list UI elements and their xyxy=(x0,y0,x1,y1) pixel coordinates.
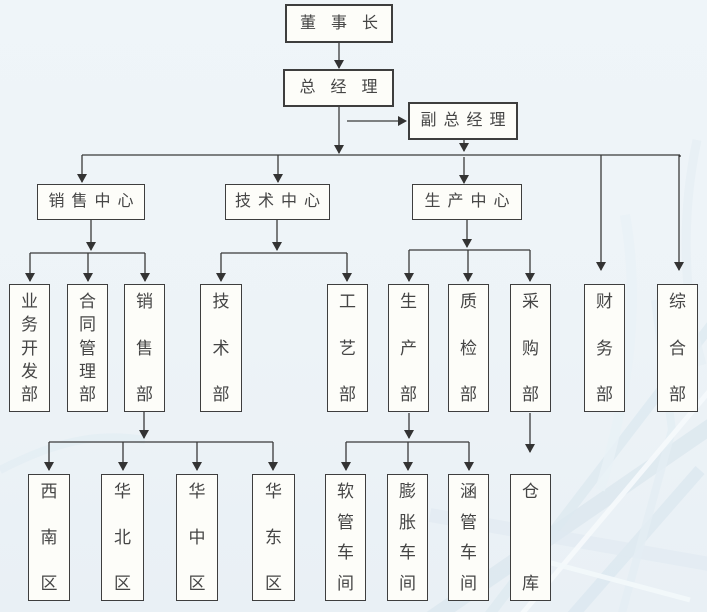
node-southwest-region: 西南区 xyxy=(28,474,70,601)
node-process-dept-label: 工艺部 xyxy=(339,292,356,404)
node-purchasing-dept-label: 采购部 xyxy=(522,292,539,404)
node-business-dev-dept: 业务开发部 xyxy=(9,284,50,412)
node-southwest-region-label: 西南区 xyxy=(40,482,58,593)
node-contract-mgmt-dept-label: 合同管理部 xyxy=(79,292,96,404)
node-chairman-label: 董事长 xyxy=(299,14,393,32)
node-general-affairs-dept-label: 综合部 xyxy=(669,292,686,404)
node-general-manager-label: 总经理 xyxy=(299,79,393,96)
node-tech-center: 技术中心 xyxy=(225,184,330,220)
node-sales-dept: 销售部 xyxy=(124,284,165,412)
node-production-dept-label: 生产部 xyxy=(400,292,417,404)
node-sales-center: 销售中心 xyxy=(37,184,145,220)
node-production-center-label: 生产中心 xyxy=(424,193,517,210)
node-business-dev-dept-label: 业务开发部 xyxy=(21,292,38,404)
node-production-dept: 生产部 xyxy=(388,284,429,412)
node-general-manager: 总经理 xyxy=(283,69,394,107)
node-deputy-general-manager: 副总经理 xyxy=(408,102,518,140)
node-warehouse: 仓库 xyxy=(510,474,551,601)
node-deputy-general-manager-label: 副总经理 xyxy=(420,112,513,129)
node-culvert-workshop-label: 涵管车间 xyxy=(460,482,477,593)
node-warehouse-label: 仓库 xyxy=(522,482,539,593)
node-finance-dept-label: 财务部 xyxy=(596,292,613,404)
node-sales-dept-label: 销售部 xyxy=(136,292,153,404)
node-north-china-region-label: 华北区 xyxy=(114,482,131,593)
node-qc-dept-label: 质检部 xyxy=(460,292,477,404)
node-contract-mgmt-dept: 合同管理部 xyxy=(67,284,108,412)
node-qc-dept: 质检部 xyxy=(448,284,489,412)
node-expansion-workshop: 膨胀车间 xyxy=(387,474,428,601)
node-central-china-region: 华中区 xyxy=(176,474,218,601)
node-tech-dept-label: 技术部 xyxy=(212,292,230,404)
node-central-china-region-label: 华中区 xyxy=(188,482,206,593)
node-finance-dept: 财务部 xyxy=(584,284,625,412)
node-process-dept: 工艺部 xyxy=(327,284,368,412)
node-general-affairs-dept: 综合部 xyxy=(657,284,698,412)
node-sales-center-label: 销售中心 xyxy=(48,193,141,210)
node-north-china-region: 华北区 xyxy=(101,474,144,601)
node-east-china-region: 华东区 xyxy=(252,474,295,601)
node-chairman: 董事长 xyxy=(285,4,393,43)
node-tech-dept: 技术部 xyxy=(200,284,242,412)
node-purchasing-dept: 采购部 xyxy=(510,284,551,412)
node-expansion-workshop-label: 膨胀车间 xyxy=(399,482,416,593)
node-hose-workshop: 软管车间 xyxy=(325,474,366,601)
node-hose-workshop-label: 软管车间 xyxy=(337,482,354,593)
node-tech-center-label: 技术中心 xyxy=(234,193,327,210)
node-culvert-workshop: 涵管车间 xyxy=(448,474,489,601)
node-east-china-region-label: 华东区 xyxy=(265,482,282,593)
node-production-center: 生产中心 xyxy=(412,184,522,220)
